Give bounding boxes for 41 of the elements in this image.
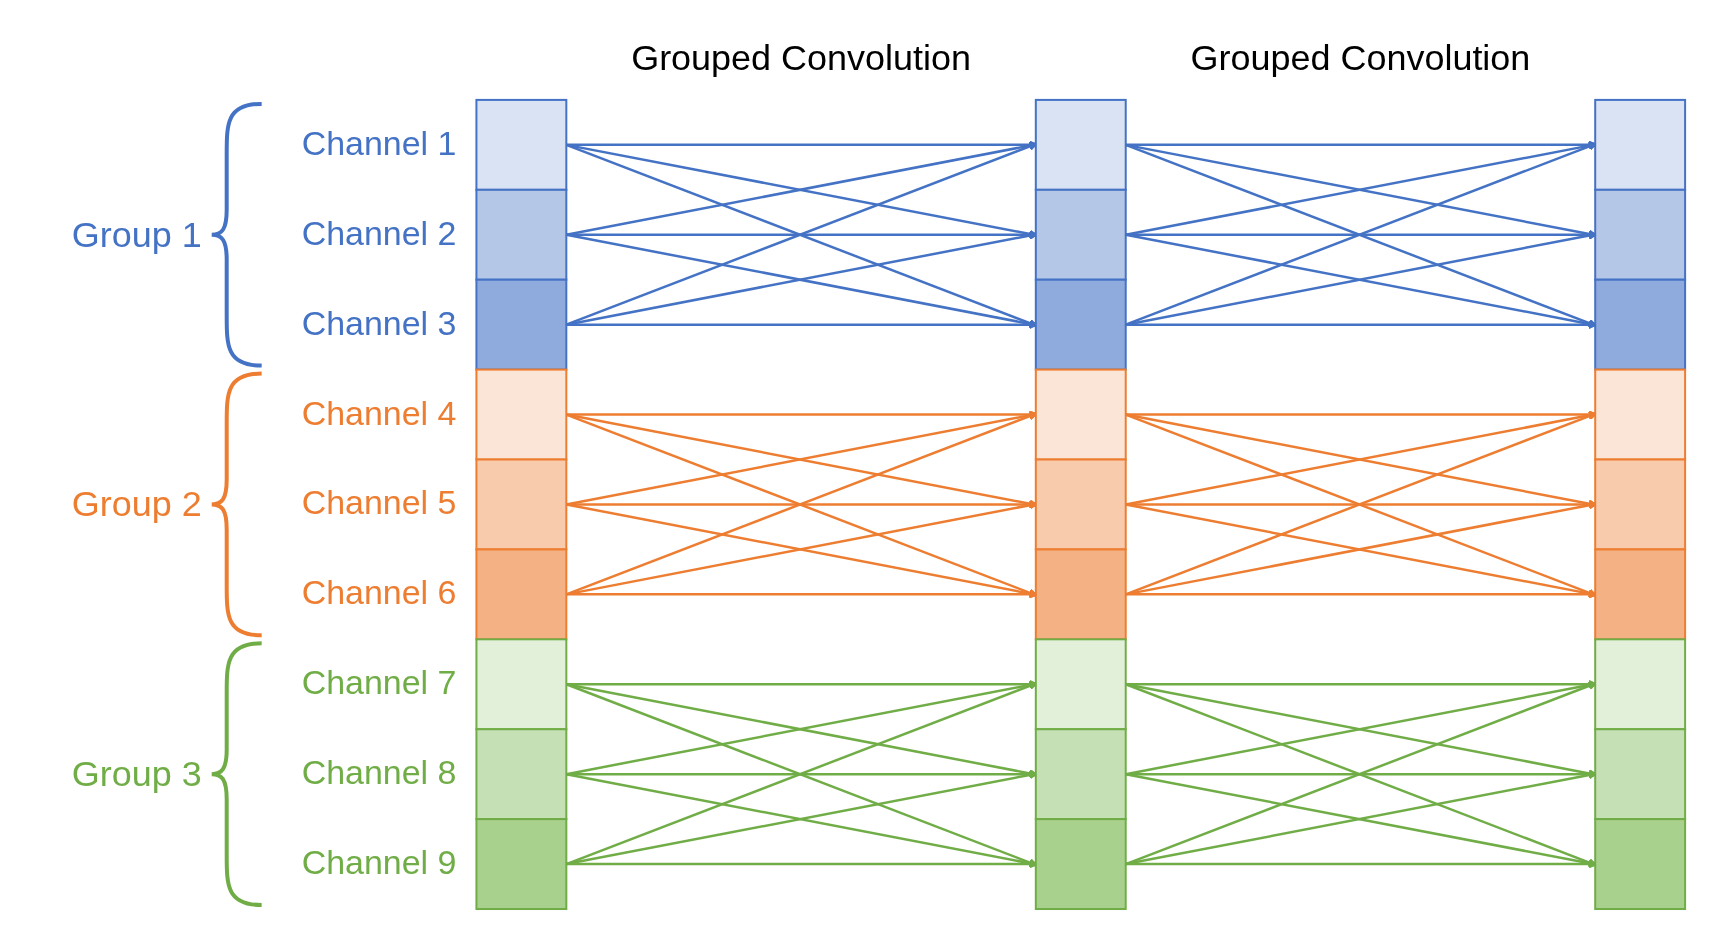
node-box <box>475 638 568 731</box>
channel-label: Channel 5 <box>301 483 457 522</box>
node-box <box>1034 278 1127 371</box>
channel-label: Channel 2 <box>301 213 457 252</box>
node-box <box>1594 98 1687 191</box>
channel-label: Channel 9 <box>301 843 457 882</box>
channel-label: Channel 4 <box>301 393 457 432</box>
node-box <box>1594 548 1687 641</box>
node-box <box>1034 458 1127 551</box>
node-box <box>1034 368 1127 461</box>
node-box <box>1034 728 1127 821</box>
node-box <box>475 278 568 371</box>
channel-label: Channel 1 <box>301 123 457 162</box>
node-box <box>1594 458 1687 551</box>
node-box <box>475 818 568 910</box>
node-box <box>475 728 568 821</box>
node-box <box>475 368 568 461</box>
node-box <box>1034 98 1127 191</box>
group-label: Group 1 <box>71 213 202 255</box>
channel-label: Channel 3 <box>301 303 457 342</box>
node-box <box>1594 278 1687 371</box>
node-box <box>475 458 568 551</box>
group-label: Group 3 <box>71 753 202 795</box>
node-box <box>1594 188 1687 281</box>
node-box <box>1594 368 1687 461</box>
node-box <box>1034 548 1127 641</box>
node-box <box>1594 638 1687 731</box>
group-label: Group 2 <box>71 483 202 525</box>
stage-title: Grouped Convolution <box>631 36 971 78</box>
node-box <box>1034 818 1127 910</box>
channel-label: Channel 6 <box>301 573 457 612</box>
node-box <box>1034 188 1127 281</box>
node-box <box>1034 638 1127 731</box>
node-box <box>1594 818 1687 910</box>
node-box <box>475 98 568 191</box>
channel-label: Channel 8 <box>301 753 457 792</box>
node-box <box>475 188 568 281</box>
stage-title: Grouped Convolution <box>1190 36 1531 78</box>
node-box <box>475 548 568 641</box>
channel-label: Channel 7 <box>301 663 457 702</box>
node-box <box>1594 728 1687 821</box>
